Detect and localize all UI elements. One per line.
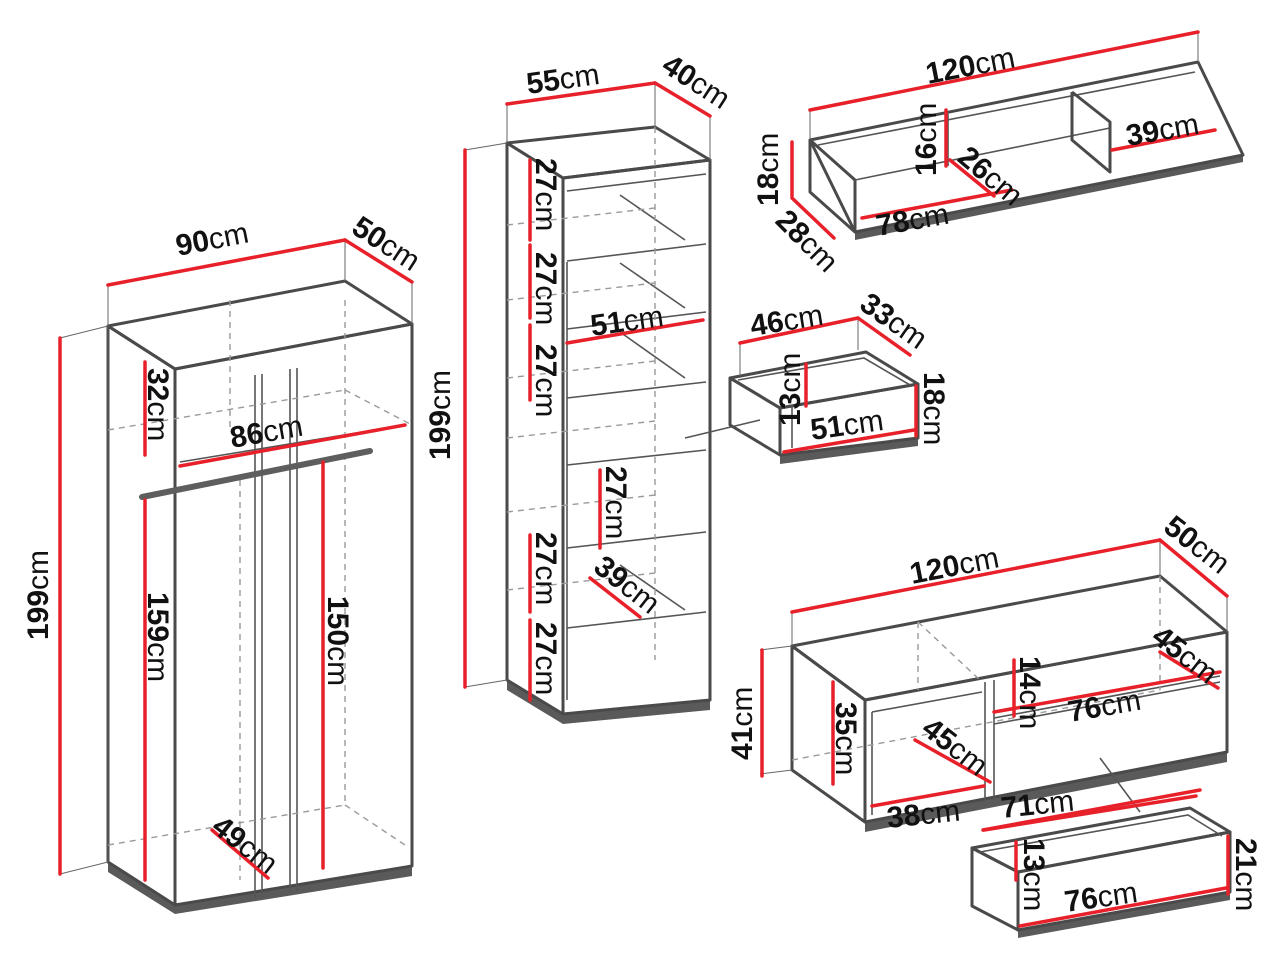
shelf-inner-width-line (860, 188, 1014, 220)
shelf-width-label: 120cm (923, 41, 1018, 91)
shelf-width-line (808, 30, 1200, 112)
cabinet-left-width-label: 38cm (885, 794, 961, 834)
shelf-right-width-label: 39cm (1123, 108, 1201, 153)
drawer-height-label: 18cm (917, 372, 950, 445)
cabinet-drawer-width-line (992, 670, 1222, 714)
cabinet-left-height-label: 35cm (829, 702, 862, 775)
shelf-inner-height-label: 16cm (910, 103, 943, 176)
drawer-inner-width-label: 51cm (808, 404, 885, 447)
drawer-inner-height-label: 13cm (774, 353, 807, 426)
wardrobe-top-label: 32cm (141, 368, 174, 441)
drawer-depth-label: 33cm (854, 287, 933, 356)
cabinet-width-label: 120cm (907, 541, 1002, 591)
bookcase-inner-width-line (565, 318, 705, 345)
wardrobe-inner-depth-label: 49cm (206, 810, 284, 881)
wardrobe-rail-line (178, 423, 407, 468)
shelf-height-label: 18cm (752, 133, 785, 206)
bookcase-shelf1-label: 27cm (529, 158, 562, 231)
shelf-right-width-line (1110, 128, 1217, 152)
bookcase-bottom1-label: 27cm (529, 532, 562, 605)
wall-shelf: 120cm 18cm 28cm 16cm 26cm 78cm 39cm (752, 30, 1245, 279)
bookcase-shelf2-label: 27cm (529, 252, 562, 325)
shelf-depth-label: 28cm (769, 204, 844, 279)
cabinet-right-width-label: 71cm (999, 784, 1075, 824)
wardrobe-right-height-label: 150cm (321, 596, 354, 686)
drawer2-width-line (1018, 886, 1228, 928)
wardrobe-rail-label: 86cm (227, 410, 305, 455)
cabinet-depth-line (1158, 538, 1229, 598)
bookcase-drawer: 46cm 33cm 18cm 13cm 51cm (728, 287, 950, 464)
drawer-width-label: 46cm (748, 299, 826, 343)
wardrobe-left-height-label: 159cm (141, 592, 174, 682)
drawer-inner-width-line (782, 428, 916, 454)
wardrobe-width-label: 90cm (173, 216, 251, 262)
tv-cabinet: 120cm 50cm 41cm 45cm 14cm 76cm 35cm 45cm… (726, 510, 1236, 835)
bookcase-inner-width-label: 51cm (588, 300, 665, 343)
cabinet-left-width-line (870, 784, 986, 808)
bookcase-bottom2-label: 27cm (529, 622, 562, 695)
cabinet-width-line (790, 538, 1162, 614)
cabinet-drawer-width-label: 76cm (1065, 684, 1143, 729)
wardrobe-inner-depth-line (210, 828, 270, 880)
bookcase-shelf3-label: 27cm (529, 344, 562, 417)
shelf-inner-width-label: 78cm (873, 198, 951, 243)
bookcase-depth-line (653, 81, 712, 118)
drawer2-width-label: 76cm (1062, 876, 1139, 919)
shelf-inner-depth-line (948, 158, 996, 198)
cabinet-left-depth-line (913, 738, 992, 784)
drawer2-inner-height-label: 13cm (1017, 838, 1050, 911)
wardrobe-depth-line (343, 238, 414, 284)
shelf-depth-line (790, 196, 836, 240)
cabinet-drawer: 21cm 13cm 76cm (970, 794, 1262, 938)
cabinet-drawer-depth-line (1158, 650, 1220, 690)
bookcase-width-label: 55cm (524, 58, 601, 101)
drawer-width-line (738, 316, 860, 345)
bookcase-width-line (505, 81, 657, 106)
drawer2-top-line (982, 794, 1198, 832)
wardrobe-height-label: 199cm (22, 550, 55, 640)
wardrobe: 90cm 50cm 199cm 32cm 86cm 159cm 150cm 49… (22, 210, 426, 914)
drawer-depth-line (856, 316, 912, 357)
bookcase-lower-shelf-label: 27cm (599, 466, 632, 539)
bookcase: 55cm 40cm 199cm 27cm 27cm 27cm 51cm 27cm… (424, 48, 761, 724)
cabinet-drawer-height-label: 14cm (1013, 656, 1046, 729)
cabinet-height-label: 41cm (726, 687, 759, 760)
bookcase-height-label: 199cm (424, 370, 457, 460)
bookcase-lower-depth-line (588, 576, 642, 619)
drawer2-height-label: 21cm (1229, 838, 1262, 911)
wardrobe-width-line (106, 238, 347, 287)
